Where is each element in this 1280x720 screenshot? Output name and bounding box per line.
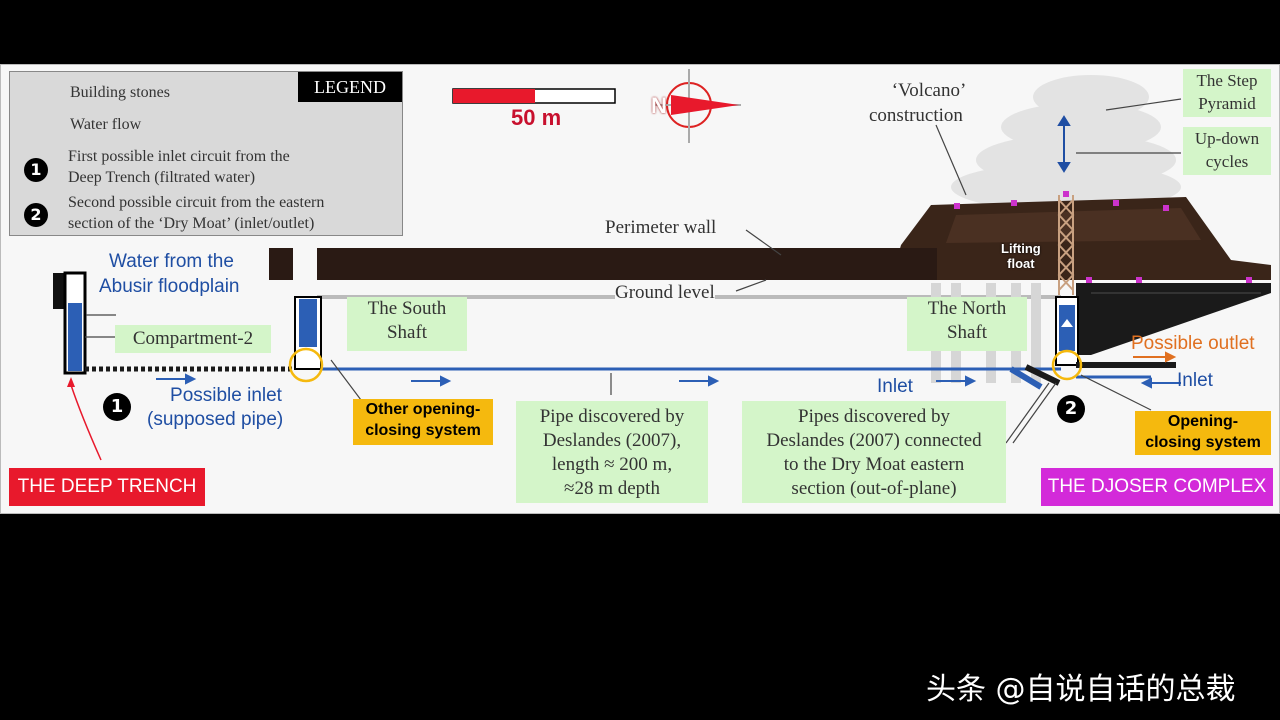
pipe1-line1: Pipe discovered by	[539, 406, 685, 427]
other-opening-line1: Other opening-	[365, 401, 481, 418]
compass-label: N	[651, 93, 667, 118]
legend-box: LEGEND Building stones Water flow 1 Firs…	[9, 71, 403, 236]
flow-arrows	[156, 373, 1181, 389]
inlet-label-right: Inlet	[1177, 370, 1213, 391]
ground-level-label: Ground level	[615, 282, 715, 304]
perimeter-wall-label: Perimeter wall	[605, 217, 717, 238]
pipe2-line4: section (out-of-plane)	[791, 478, 957, 499]
inlet-label-left: Inlet	[877, 376, 913, 397]
building-stones	[954, 191, 1252, 283]
opening-closing-line2: closing system	[1145, 434, 1261, 451]
step-pyramid-line1: The Step	[1196, 71, 1258, 90]
lifting-line2: float	[1007, 256, 1035, 271]
updown-line2: cycles	[1205, 152, 1249, 171]
other-opening-line2: closing system	[365, 422, 481, 439]
pipe1-line4: ≈28 m depth	[564, 478, 660, 499]
north-valve-marker	[1051, 349, 1083, 381]
legend-circuit2-line1: Second possible circuit from the eastern	[68, 194, 325, 211]
legend-circuit2-line2: section of the ‘Dry Moat’ (inlet/outlet)	[68, 215, 315, 232]
possible-inlet-line2: (supposed pipe)	[147, 409, 284, 430]
deep-trench-tag: THE DEEP TRENCH	[9, 468, 205, 506]
north-shaft-line1: The North	[927, 298, 1007, 319]
legend-circuit2-icon: 2	[24, 203, 48, 227]
north-shaft-line2: Shaft	[946, 322, 988, 343]
perimeter-wall-left-end	[269, 248, 293, 280]
south-shaft-line1: The South	[367, 298, 447, 319]
pipe1-line2: Deslandes (2007),	[542, 430, 682, 451]
water-from-line1: Water from the	[109, 251, 234, 272]
legend-title: LEGEND	[298, 72, 402, 102]
watermark: 头条 @自说自话的总裁	[926, 672, 1236, 707]
step-pyramid-shape	[951, 75, 1181, 211]
pipe2-line2: Deslandes (2007) connected	[766, 430, 982, 451]
pipe1-label: Pipe discovered by Deslandes (2007), len…	[516, 401, 708, 503]
south-valve-marker	[288, 347, 324, 383]
pipe1-line3: length ≈ 200 m,	[551, 454, 673, 475]
legend-circuit1-icon: 1	[24, 158, 48, 182]
dry-moat-section	[1076, 283, 1271, 355]
legend-water-flow: Water flow	[70, 116, 142, 133]
opening-closing-label: Opening- closing system	[1135, 411, 1271, 455]
callout-lines	[85, 98, 1182, 444]
compartment-label: Compartment-2	[115, 325, 271, 353]
legend-circuit1-line1: First possible inlet circuit from the	[68, 148, 290, 165]
compass-needle	[671, 95, 739, 115]
updown-line1: Up-down	[1194, 129, 1260, 148]
volcano-label-line2: construction	[869, 105, 963, 126]
other-opening-label: Other opening- closing system	[353, 399, 493, 445]
pipe2-label: Pipes discovered by Deslandes (2007) con…	[742, 401, 1006, 503]
scale-label: 50 m	[511, 105, 562, 130]
south-shaft-line2: Shaft	[386, 322, 428, 343]
opening-closing-line1: Opening-	[1167, 413, 1239, 430]
south-shaft-label: The South Shaft	[347, 297, 467, 351]
possible-inlet-line1: Possible inlet	[170, 385, 282, 406]
trench-callout	[70, 384, 102, 461]
lifting-float-tower	[1057, 195, 1075, 295]
diagram-drawing	[19, 69, 1271, 461]
water-from-line2: Abusir floodplain	[99, 276, 240, 297]
djoser-complex-tag: THE DJOSER COMPLEX	[1041, 468, 1273, 506]
pipe2-line3: to the Dry Moat eastern	[783, 454, 965, 475]
pipe2-line1: Pipes discovered by	[798, 406, 950, 427]
possible-outlet-label: Possible outlet	[1131, 333, 1255, 354]
diagram-panel: LEGEND Building stones Water flow 1 Firs…	[0, 64, 1280, 514]
legend-circuit1-line2: Deep Trench (filtrated water)	[68, 169, 256, 186]
lifting-line1: Lifting	[1001, 241, 1041, 256]
outlet-arrow	[1133, 351, 1177, 363]
volcano-label-line1: ‘Volcano’	[891, 80, 967, 101]
step-pyramid-label: The Step Pyramid	[1183, 69, 1271, 117]
lifting-float-label: Lifting float	[1001, 241, 1041, 271]
updown-cycles-label: Up-down cycles	[1183, 127, 1271, 175]
legend-building-stones: Building stones	[70, 84, 171, 101]
step-pyramid-line2: Pyramid	[1198, 94, 1256, 113]
circuit2-marker: 2	[1057, 395, 1085, 423]
perimeter-wall	[317, 248, 937, 280]
up-down-arrow	[1057, 115, 1071, 173]
north-shaft-label: The North Shaft	[907, 297, 1027, 351]
circuit1-marker: 1	[103, 393, 131, 421]
